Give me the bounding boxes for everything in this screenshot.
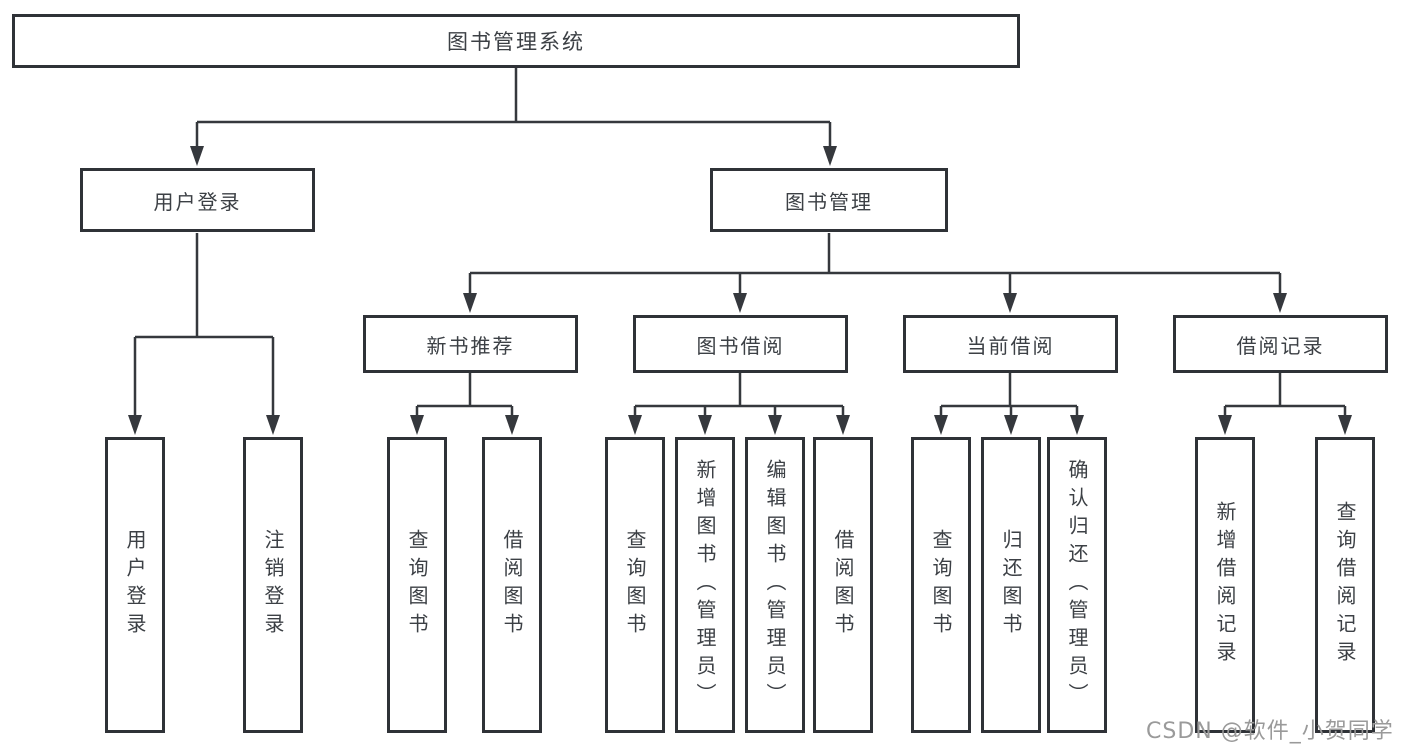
leaf-borrow-books: 借阅图书 <box>813 437 873 733</box>
leaf-label: 新增图书（管理员） <box>693 459 717 711</box>
leaf-logout-login: 注销登录 <box>243 437 303 733</box>
node-library-management-system: 图书管理系统 <box>12 14 1020 68</box>
node-label: 借阅记录 <box>1236 333 1325 358</box>
leaf-add-books-admin: 新增图书（管理员） <box>675 437 735 733</box>
csdn-watermark: CSDN @软件_小贺同学 <box>1146 719 1394 744</box>
leaf-label: 确认归还（管理员） <box>1065 459 1089 711</box>
leaf-label: 查询图书 <box>623 529 647 641</box>
leaf-label: 编辑图书（管理员） <box>763 459 787 711</box>
node-current-borrow: 当前借阅 <box>903 315 1118 373</box>
leaf-label: 借阅图书 <box>831 529 855 641</box>
leaf-query-books-borrow: 查询图书 <box>605 437 665 733</box>
node-book-borrow: 图书借阅 <box>633 315 848 373</box>
arrowhead-icons <box>128 146 1352 435</box>
node-label: 用户登录 <box>153 189 242 214</box>
node-label: 新书推荐 <box>426 333 515 358</box>
leaf-edit-books-admin: 编辑图书（管理员） <box>745 437 805 733</box>
leaf-label: 新增借阅记录 <box>1213 501 1237 669</box>
leaf-query-borrow-record: 查询借阅记录 <box>1315 437 1375 733</box>
node-label: 图书管理 <box>785 189 873 214</box>
leaf-return-books: 归还图书 <box>981 437 1041 733</box>
leaf-label: 借阅图书 <box>500 529 524 641</box>
leaf-borrow-books-recommend: 借阅图书 <box>482 437 542 733</box>
leaf-label: 注销登录 <box>261 529 285 641</box>
leaf-query-books-current: 查询图书 <box>911 437 971 733</box>
node-borrow-records: 借阅记录 <box>1173 315 1388 373</box>
node-new-book-recommend: 新书推荐 <box>363 315 578 373</box>
leaf-label: 查询图书 <box>405 529 429 641</box>
leaf-label: 查询借阅记录 <box>1333 501 1357 669</box>
leaf-label: 用户登录 <box>123 529 147 641</box>
node-book-management: 图书管理 <box>710 168 948 232</box>
node-user-login: 用户登录 <box>80 168 315 232</box>
leaf-query-books-recommend: 查询图书 <box>387 437 447 733</box>
leaf-label: 查询图书 <box>929 529 953 641</box>
node-label: 图书借阅 <box>696 333 785 358</box>
leaf-confirm-return-admin: 确认归还（管理员） <box>1047 437 1107 733</box>
leaf-add-borrow-record: 新增借阅记录 <box>1195 437 1255 733</box>
node-label: 图书管理系统 <box>447 30 585 54</box>
leaf-label: 归还图书 <box>999 529 1023 641</box>
leaf-user-login: 用户登录 <box>105 437 165 733</box>
node-label: 当前借阅 <box>966 333 1055 358</box>
